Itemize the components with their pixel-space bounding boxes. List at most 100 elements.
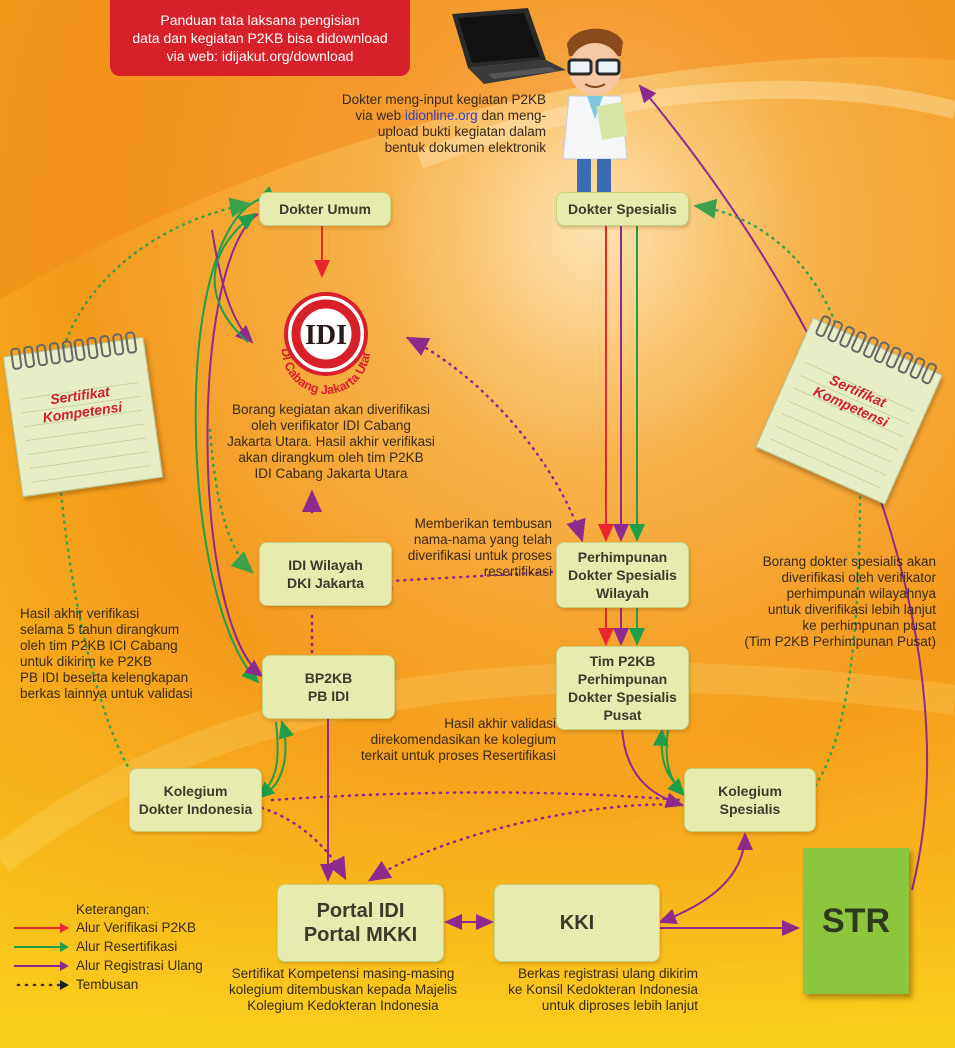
borang-sp-line: (Tim P2KB Perhimpunan Pusat)	[744, 634, 936, 649]
portal-line-1: Portal IDI	[316, 900, 405, 922]
hasil-validasi-line: terkait untuk proses Resertifikasi	[360, 748, 556, 763]
borang-idi-line: akan dirangkum oleh tim P2KB	[238, 450, 424, 465]
borang-idi-line: oleh verifikator IDI Cabang	[251, 418, 411, 433]
legend-purple-arrow-icon	[14, 960, 69, 971]
doctor-note-pre: via web	[355, 108, 405, 123]
node-dokter-umum-label: Dokter Umum	[279, 201, 371, 217]
bp2kb-line-2: PB IDI	[307, 688, 350, 704]
node-kki: KKI	[494, 884, 660, 962]
hasil-validasi-text: Hasil akhir validasi direkomendasikan ke…	[350, 716, 556, 764]
kolegium-sp-line-2: Spesialis	[719, 801, 781, 817]
doctor-icon	[562, 28, 628, 193]
doctor-note-line-2: via web idionline.org dan meng-	[300, 108, 546, 124]
kolegium-di-line-1: Kolegium	[163, 783, 228, 799]
legend: Keterangan: Alur Verifikasi P2KB Alur Re…	[12, 902, 222, 994]
hasil-5-tahun-text: Hasil akhir verifikasi selama 5 tahun di…	[20, 606, 250, 702]
borang-sp-line: untuk diverifikasi lebih lanjut	[767, 602, 936, 617]
legend-item-tembusan: Tembusan	[12, 975, 222, 994]
doctor-note-line-3: upload bukti kegiatan dalam	[377, 124, 546, 139]
node-dokter-spesialis: Dokter Spesialis	[556, 192, 689, 226]
idi-wilayah-line-2: DKI Jakarta	[286, 575, 365, 591]
borang-spesialis-text: Borang dokter spesialis akan diverifikas…	[700, 554, 936, 650]
borang-idi-text: Borang kegiatan akan diverifikasi oleh v…	[206, 402, 456, 482]
doctor-note-post: dan meng-	[477, 108, 546, 123]
kolegium-di-line-2: Dokter Indonesia	[138, 801, 253, 817]
node-dokter-spesialis-label: Dokter Spesialis	[568, 201, 677, 217]
tim-line-1: Tim P2KB	[589, 653, 656, 669]
berkas-registrasi-text: Berkas registrasi ulang dikirim ke Konsi…	[476, 966, 698, 1014]
banner-line-1: Panduan tata laksana pengisian	[160, 12, 360, 28]
legend-label: Tembusan	[76, 976, 139, 992]
sertifikat-tembus-line: Kolegium Kedokteran Indonesia	[247, 998, 439, 1013]
legend-green-arrow-icon	[14, 941, 69, 952]
doctor-note-line-1: Dokter meng-input kegiatan P2KB	[341, 92, 546, 107]
legend-label: Alur Verifikasi P2KB	[76, 919, 197, 935]
berkas-reg-line: untuk diproses lebih lanjut	[541, 998, 698, 1013]
tembusan-line: Memberikan tembusan	[414, 516, 552, 531]
legend-label: Alur Registrasi Ulang	[76, 957, 203, 973]
node-dokter-umum: Dokter Umum	[259, 192, 391, 226]
tim-line-3: Dokter Spesialis	[568, 689, 677, 705]
legend-red-arrow-icon	[14, 922, 69, 933]
banner-line-3: via web: idijakut.org/download	[166, 48, 354, 64]
legend-item-resertifikasi: Alur Resertifikasi	[12, 937, 222, 956]
tembusan-text: Memberikan tembusan nama-nama yang telah…	[380, 516, 552, 580]
berkas-reg-line: Berkas registrasi ulang dikirim	[517, 966, 698, 981]
doctor-input-note: Dokter meng-input kegiatan P2KB via web …	[300, 92, 546, 156]
kki-label: KKI	[559, 912, 595, 934]
bp2kb-line-1: BP2KB	[304, 670, 353, 686]
hasil-5th-line: berkas lainnya untuk validasi	[20, 686, 193, 701]
borang-sp-line: Borang dokter spesialis akan	[762, 554, 936, 569]
tim-line-2: Perhimpunan	[577, 671, 668, 687]
legend-item-verifikasi: Alur Verifikasi P2KB	[12, 918, 222, 937]
perhimpunan-line-1: Perhimpunan	[577, 549, 668, 565]
perhimpunan-line-3: Wilayah	[596, 585, 649, 601]
idi-logo-icon: IDI IDI Cabang Jakarta Utara	[268, 288, 373, 397]
legend-item-registrasi: Alur Registrasi Ulang	[12, 956, 222, 975]
sertifikat-tembus-line: kolegium ditembuskan kepada Majelis	[228, 982, 458, 997]
idi-logo-mark: IDI	[305, 320, 347, 351]
hasil-5th-line: Hasil akhir verifikasi	[20, 606, 140, 621]
node-bp2kb: BP2KB PB IDI	[262, 655, 395, 719]
banner-line-2: data dan kegiatan P2KB bisa didownload	[132, 30, 388, 46]
perhimpunan-line-2: Dokter Spesialis	[568, 567, 677, 583]
download-banner: Panduan tata laksana pengisian data dan …	[110, 0, 410, 76]
tim-line-4: Pusat	[603, 707, 642, 723]
borang-sp-line: perhimpunan wilayahnya	[786, 586, 936, 601]
portal-line-2: Portal MKKI	[303, 924, 418, 946]
hasil-validasi-line: direkomendasikan ke kolegium	[370, 732, 556, 747]
node-str: STR	[803, 848, 909, 994]
borang-idi-line: Jakarta Utara. Hasil akhir verifikasi	[227, 434, 435, 449]
kolegium-sp-line-1: Kolegium	[718, 783, 782, 799]
hasil-5th-line: untuk dikirim ke P2KB	[20, 654, 153, 669]
hasil-5th-line: oleh tim P2KB ICI Cabang	[20, 638, 178, 653]
doctor-note-line-4: bentuk dokumen elektronik	[384, 140, 546, 155]
legend-label: Alur Resertifikasi	[76, 938, 178, 954]
tembusan-line: resertifikasi	[483, 564, 552, 579]
legend-title: Keterangan:	[76, 902, 150, 917]
str-label: STR	[822, 901, 890, 940]
idionline-link[interactable]: idionline.org	[404, 108, 478, 123]
berkas-reg-line: ke Konsil Kedokteran Indonesia	[508, 982, 698, 997]
sertifikat-tembus-line: Sertifikat Kompetensi masing-masing	[231, 966, 455, 981]
borang-sp-line: ke perhimpunan pusat	[802, 618, 936, 633]
certificate-left-icon: Sertifikat Kompetensi	[2, 331, 164, 498]
sertifikat-tembusan-text: Sertifikat Kompetensi masing-masing kole…	[212, 966, 474, 1014]
tembusan-line: nama-nama yang telah	[413, 532, 552, 547]
borang-idi-line: Borang kegiatan akan diverifikasi	[231, 402, 431, 417]
borang-idi-line: IDI Cabang Jakarta Utara	[254, 466, 408, 481]
tembusan-line: diverifikasi untuk proses	[407, 548, 552, 563]
borang-sp-line: diverifikasi oleh verifikator	[781, 570, 936, 585]
laptop-icon	[452, 8, 566, 84]
idi-wilayah-line-1: IDI Wilayah	[288, 557, 363, 573]
hasil-5th-line: selama 5 tahun dirangkum	[20, 622, 180, 637]
legend-dotted-arrow-icon	[16, 979, 69, 990]
hasil-validasi-line: Hasil akhir validasi	[444, 716, 556, 731]
